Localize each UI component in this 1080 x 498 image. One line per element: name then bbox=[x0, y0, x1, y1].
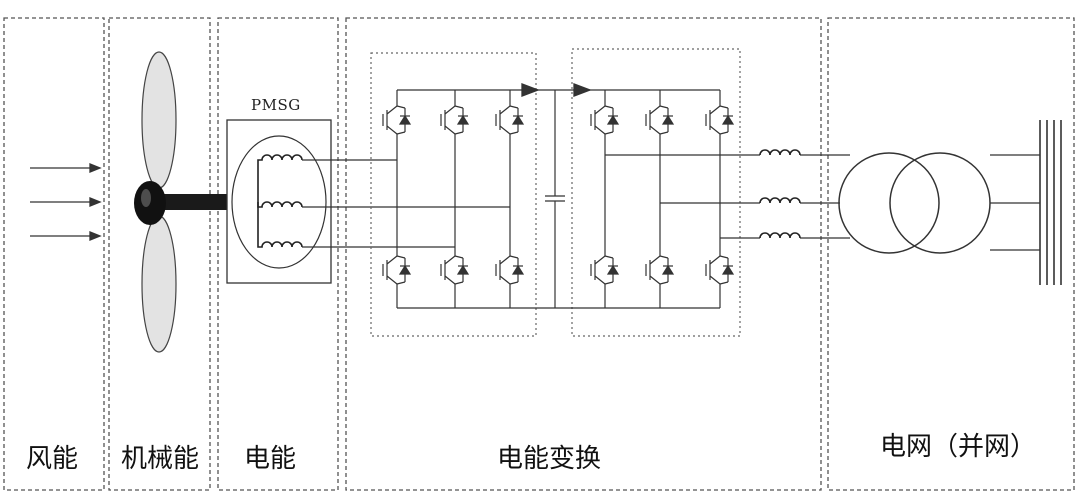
igbt-switch-icon bbox=[439, 255, 470, 285]
grid-busbar bbox=[1039, 120, 1062, 285]
section-label-conversion: 电能变换 bbox=[497, 444, 602, 474]
igbt-switch-icon bbox=[704, 105, 735, 135]
igbt-switch-icon bbox=[494, 105, 525, 135]
igbt-switches bbox=[381, 105, 735, 285]
generator-stator bbox=[231, 135, 327, 269]
lower-blade bbox=[141, 215, 177, 353]
turbine-icon bbox=[134, 51, 228, 353]
grid-transformer bbox=[838, 152, 991, 254]
section-label-electrical: 电能 bbox=[244, 444, 297, 474]
section-frame-grid bbox=[827, 17, 1075, 491]
rectifier-frame bbox=[370, 52, 537, 337]
igbt-switch-icon bbox=[644, 255, 675, 285]
turbine-shaft bbox=[160, 194, 228, 210]
dc-bus bbox=[397, 83, 720, 309]
igbt-switch-icon bbox=[589, 105, 620, 135]
generator-box bbox=[226, 119, 332, 284]
generator-label: PMSG bbox=[251, 96, 301, 114]
section-frame-electrical bbox=[217, 17, 339, 491]
igbt-switch-icon bbox=[589, 255, 620, 285]
pmsg-generator bbox=[226, 119, 332, 284]
section-frame-conversion bbox=[345, 17, 822, 491]
section-label-mechanical: 机械能 bbox=[121, 444, 200, 474]
igbt-switch-icon bbox=[439, 105, 470, 135]
inverter-output-lines bbox=[605, 154, 850, 239]
inverter-frame bbox=[571, 48, 741, 337]
filter-inductors bbox=[759, 149, 801, 239]
igbt-switch-icon bbox=[494, 255, 525, 285]
section-frame-mechanical bbox=[108, 17, 211, 491]
igbt-switch-icon bbox=[381, 255, 412, 285]
wind-arrows bbox=[30, 163, 102, 241]
section-label-grid: 电网（并网） bbox=[880, 432, 1037, 462]
igbt-switch-icon bbox=[644, 105, 675, 135]
igbt-switch-icon bbox=[704, 255, 735, 285]
upper-blade bbox=[141, 51, 177, 189]
section-frame-wind bbox=[3, 17, 105, 491]
generator-windings bbox=[257, 154, 303, 248]
generator-output-lines bbox=[302, 159, 510, 248]
grid-lines bbox=[990, 154, 1040, 251]
dc-link-capacitor bbox=[545, 90, 565, 308]
section-label-wind: 风能 bbox=[26, 444, 79, 474]
igbt-switch-icon bbox=[381, 105, 412, 135]
